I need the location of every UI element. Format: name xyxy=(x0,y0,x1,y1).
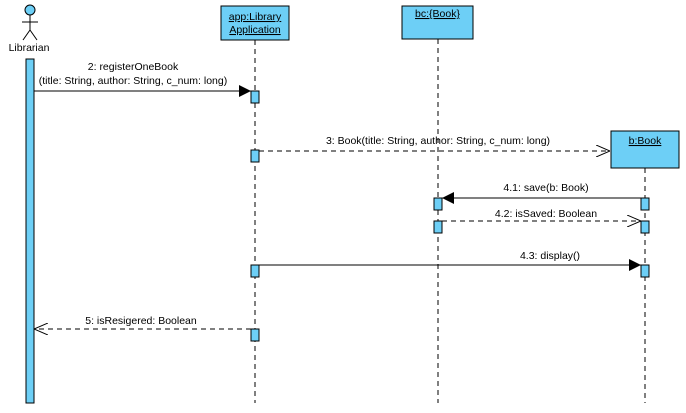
activation-bc-1 xyxy=(433,197,443,211)
message-4-2-label: 4.2: isSaved: Boolean xyxy=(495,208,597,220)
activation-app-1 xyxy=(250,90,260,104)
message-2-params: (title: String, author: String, c_num: l… xyxy=(39,75,228,87)
message-4-1-label: 4.1: save(b: Book) xyxy=(503,182,588,194)
message-3-label: 3: Book(title: String, author: String, c… xyxy=(326,135,550,147)
participant-app-box xyxy=(220,5,290,41)
participant-app-label-line1: app:Library xyxy=(229,11,282,23)
message-3: 3: Book(title: String, author: String, c… xyxy=(259,135,610,151)
librarian-activation-bar xyxy=(25,58,35,404)
message-5: 5: isResigered: Boolean xyxy=(34,315,251,329)
participant-b: b:Book xyxy=(610,130,680,169)
activation-app-4 xyxy=(250,328,260,342)
message-2: 2: registerOneBook (title: String, autho… xyxy=(34,61,251,97)
activation-b-2 xyxy=(640,220,650,234)
message-4-1: 4.1: save(b: Book) xyxy=(442,182,641,204)
participant-b-label: b:Book xyxy=(629,135,662,147)
message-5-label: 5: isResigered: Boolean xyxy=(85,315,197,327)
message-4-3-label: 4.3: display() xyxy=(520,250,580,262)
activation-b-1 xyxy=(640,197,650,211)
activation-bc-2 xyxy=(433,220,443,234)
message-4-2: 4.2: isSaved: Boolean xyxy=(442,208,641,221)
activation-app-3 xyxy=(250,264,260,278)
activation-app-2 xyxy=(250,149,260,163)
participant-bc-box xyxy=(401,5,474,40)
participant-app-label-line2: Application xyxy=(229,24,281,36)
activation-b-3 xyxy=(640,264,650,278)
participant-bc: bc:{Book} xyxy=(401,5,474,40)
participant-app: app:Library Application xyxy=(220,5,290,41)
message-2-label: 2: registerOneBook xyxy=(88,61,179,73)
message-4-3: 4.3: display() xyxy=(259,250,641,271)
participant-bc-label: bc:{Book} xyxy=(415,8,460,20)
participant-b-box xyxy=(610,130,680,169)
actor-librarian: Librarian xyxy=(9,4,50,54)
actor-name: Librarian xyxy=(9,42,50,54)
stick-figure-icon xyxy=(22,4,38,41)
